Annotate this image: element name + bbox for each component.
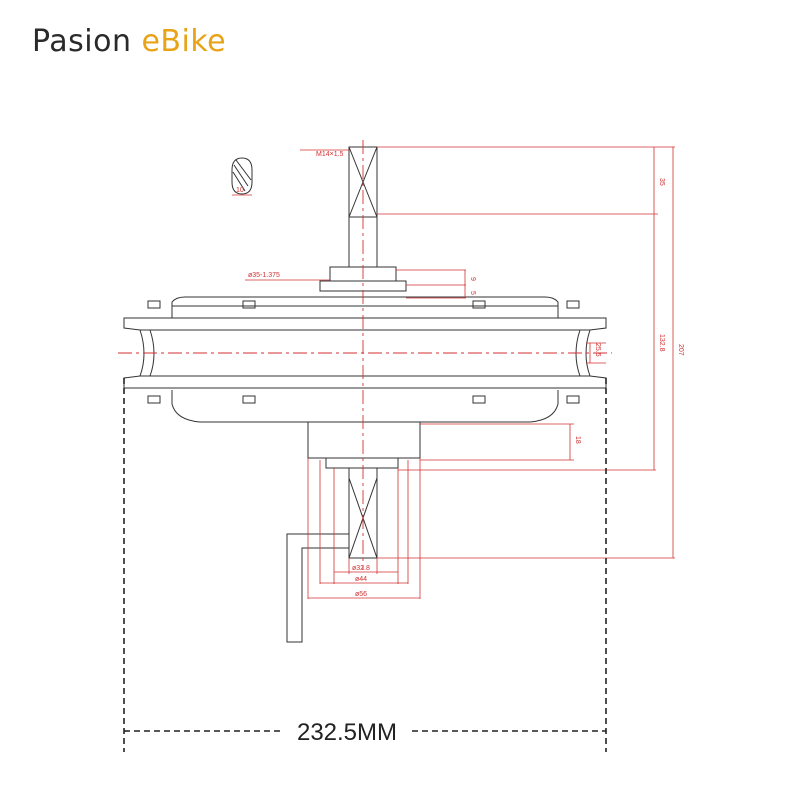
bolt: [566, 300, 580, 309]
lower-bearing-housing: [307, 421, 421, 459]
thread-label: M14×1.5: [316, 151, 344, 158]
dim-25-label: 25.5: [594, 343, 601, 357]
overall-width-dimension: [123, 378, 607, 752]
dim-5-label: 5: [469, 291, 476, 295]
bolt: [242, 300, 256, 309]
dim-132-label: 132.8: [658, 334, 665, 352]
rim-lower-flange: [123, 375, 607, 389]
dimension-labels: M14×1.5 10 ø35-1.375 9 5 35 132.8 207 25…: [236, 151, 684, 598]
brand-name: Pasion: [32, 24, 132, 59]
dim-56-label: ø56: [355, 591, 367, 598]
bolt: [242, 395, 256, 404]
flat-label: 10: [236, 187, 244, 194]
dim-35-label: 35: [658, 178, 665, 186]
bolt: [472, 395, 486, 404]
bolt: [566, 395, 580, 404]
dim-9-label: 9: [469, 277, 476, 281]
rim-upper-flange: [123, 317, 607, 331]
bolt: [147, 300, 161, 309]
dim-44-label: ø44: [355, 576, 367, 583]
brand-accent: eBike: [141, 24, 227, 59]
axle-flat-section: [231, 157, 253, 195]
brand-logo: Pasion eBike: [32, 24, 226, 64]
overall-width-label: 232.5MM: [297, 719, 397, 746]
dimension-lines: [232, 146, 675, 599]
shaft-diameter-label: ø35-1.375: [248, 272, 280, 279]
dim-32-label: ø32.8: [352, 565, 370, 572]
dim-18-label: 18: [574, 436, 581, 444]
motor-outline: [123, 146, 607, 643]
bolt: [472, 300, 486, 309]
center-lines: [118, 140, 612, 570]
motor-cable: [286, 533, 349, 643]
dim-207-label: 207: [677, 344, 684, 356]
bolt: [147, 395, 161, 404]
